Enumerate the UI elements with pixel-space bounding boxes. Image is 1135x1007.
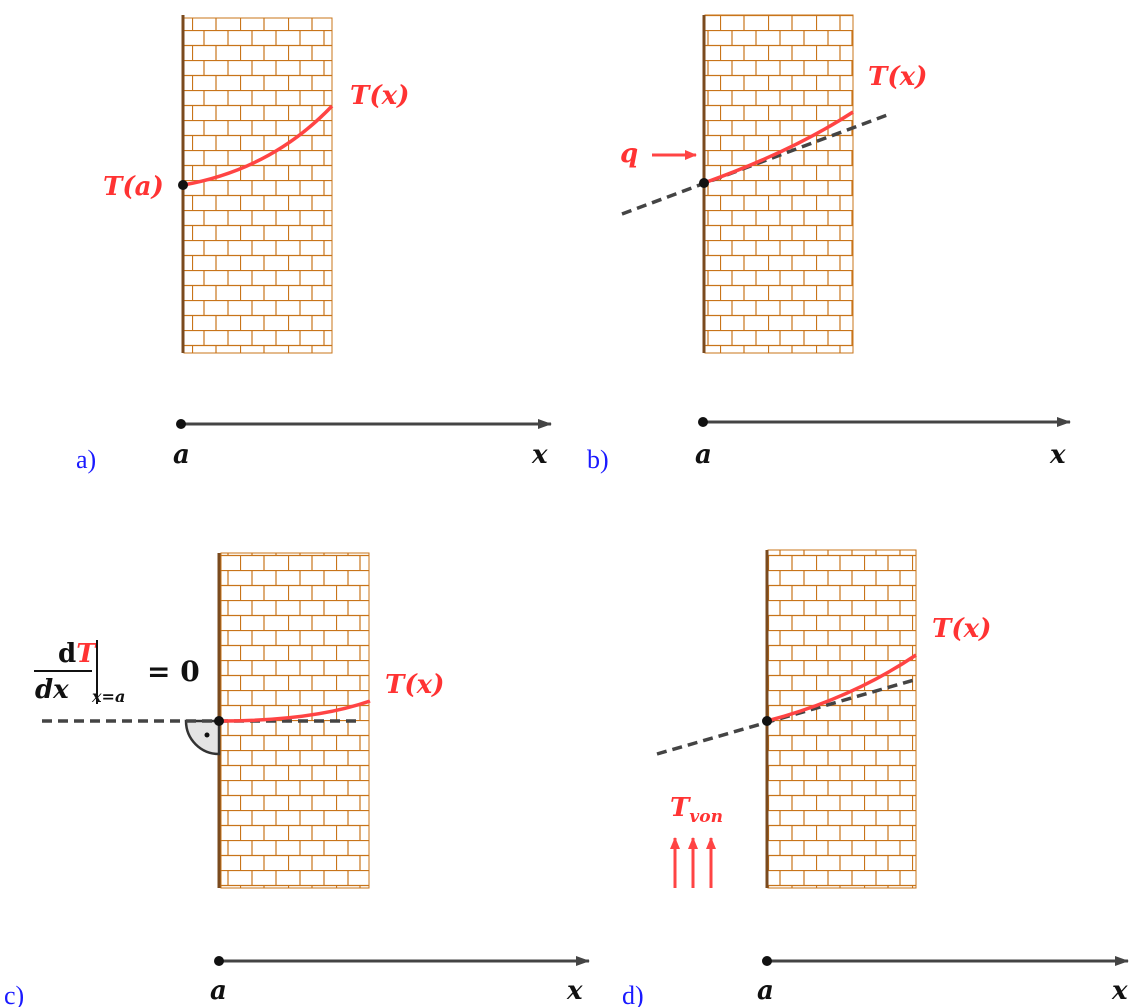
panel-letter: d) (622, 981, 644, 1007)
axis-end-label: x (1111, 976, 1128, 1006)
brick-wall (184, 18, 332, 353)
right-angle-marker (186, 721, 219, 754)
curve-label: T(x) (932, 614, 991, 644)
brick-wall (768, 550, 916, 888)
axis-end-label: x (566, 976, 583, 1006)
axis-origin-dot (698, 417, 708, 427)
boundary-point (762, 716, 772, 726)
ambient-temperature-label: Tvon (670, 793, 723, 827)
ambient-arrows (675, 838, 711, 888)
boundary-point (699, 178, 709, 188)
panel-b: q T(x) a x b) (587, 15, 1070, 474)
axis-end-label: x (1049, 440, 1066, 470)
panel-letter: a) (76, 445, 96, 474)
axis-start-label: a (695, 440, 712, 470)
axis-start-label: a (173, 440, 190, 470)
curve-label: T(x) (868, 62, 927, 92)
brick-wall (705, 15, 853, 353)
point-label: T(a) (103, 172, 164, 202)
panel-letter: b) (587, 445, 609, 474)
formula-equals: = 0 (147, 655, 200, 688)
panel-letter: c) (4, 981, 24, 1007)
axis-start-label: a (757, 976, 774, 1006)
axis-start-label: a (210, 976, 227, 1006)
right-angle-dot (205, 733, 210, 738)
axis-origin-dot (762, 956, 772, 966)
derivative-formula: dT dx x=a = 0 (34, 639, 200, 706)
curve-label: T(x) (385, 670, 444, 700)
axis-origin-dot (214, 956, 224, 966)
formula-denominator: dx (35, 675, 69, 705)
panel-c: T(x) dT dx x=a = 0 a x c) (4, 553, 589, 1007)
axis-end-label: x (531, 440, 548, 470)
boundary-point (178, 180, 188, 190)
formula-subscript: x=a (91, 687, 125, 706)
panel-a: T(x) T(a) a x a) (76, 15, 551, 474)
panel-d: T(x) Tvon a x d) (622, 550, 1128, 1007)
curve-label: T(x) (350, 81, 409, 111)
boundary-point (214, 716, 224, 726)
heat-flux-label: q (620, 139, 638, 169)
formula-numerator: dT (58, 639, 97, 669)
axis-origin-dot (176, 419, 186, 429)
